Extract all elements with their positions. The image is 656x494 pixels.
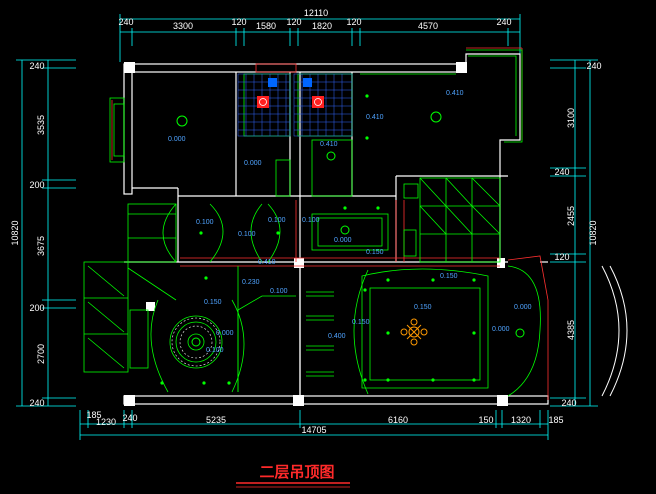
bottom-dimension-labels: 185 1230 240 5235 6160 150 1320 185 1470… (86, 410, 563, 435)
ceiling-rosette (171, 317, 221, 367)
bottom-dim-6: 150 (478, 415, 493, 425)
level-label: 0.150 (204, 299, 222, 306)
left-overall-dim: 10820 (10, 220, 20, 245)
bottom-dim-4: 5235 (206, 415, 226, 425)
column-blocks (124, 62, 508, 406)
level-label: 0.410 (320, 141, 338, 148)
level-label: 0.410 (446, 90, 464, 97)
level-label: 0.150 (352, 319, 370, 326)
ventilation-fan-icon (268, 78, 277, 87)
level-label: 0.000 (334, 237, 352, 244)
level-label: 0.000 (514, 304, 532, 311)
level-label: 0.100 (270, 288, 288, 295)
level-label: 0.100 (206, 347, 224, 354)
bottom-dim-3: 240 (122, 413, 137, 423)
level-label: 0.000 (168, 136, 186, 143)
level-label: 0.000 (244, 160, 262, 167)
right-dim-2: 3100 (566, 108, 576, 128)
left-dim-1: 240 (29, 61, 44, 71)
right-dim-7: 240 (561, 398, 576, 408)
top-dim-5: 120 (286, 17, 301, 27)
level-label: 0.410 (258, 259, 276, 266)
level-label: 0.150 (414, 304, 432, 311)
right-dim-4: 2455 (566, 206, 576, 226)
ventilation-fan-icon-2 (303, 78, 312, 87)
arc-decoration (601, 265, 628, 397)
left-dim-6: 2700 (36, 344, 46, 364)
top-dim-9: 240 (496, 17, 511, 27)
bottom-dim-2: 1230 (96, 417, 116, 427)
level-label: 0.400 (328, 333, 346, 340)
level-label: 0.000 (492, 326, 510, 333)
level-label: 0.100 (238, 231, 256, 238)
top-dim-7: 120 (346, 17, 361, 27)
top-dim-1: 240 (118, 17, 133, 27)
left-dimension-labels: 240 3535 200 3675 200 2700 240 10820 (10, 61, 46, 408)
top-dim-3: 120 (231, 17, 246, 27)
level-label: 0.230 (242, 279, 260, 286)
bathroom-tiles (237, 73, 353, 137)
top-dim-2: 3300 (173, 21, 193, 31)
downlight-dots (160, 94, 476, 385)
top-dim-4: 1580 (256, 21, 276, 31)
bottom-dim-5: 6160 (388, 415, 408, 425)
right-overall-dim: 10820 (588, 220, 598, 245)
left-dim-5: 200 (29, 303, 44, 313)
top-dim-6: 1820 (312, 21, 332, 31)
ceiling-lines (83, 49, 541, 397)
level-label: 0.100 (302, 217, 320, 224)
level-label: 0.150 (366, 249, 384, 256)
dimension-lines (16, 14, 598, 440)
top-dimension-labels: 12110 240 3300 120 1580 120 1820 120 457… (118, 8, 511, 31)
right-dim-6: 4385 (566, 320, 576, 340)
left-dim-4: 3675 (36, 236, 46, 256)
left-dim-3: 200 (29, 180, 44, 190)
level-label: 0.410 (366, 114, 384, 121)
level-label: 0.150 (440, 273, 458, 280)
ceiling-level-labels: 0.000 0.410 0.410 0.000 0.410 0.100 0.10… (168, 90, 532, 354)
drawing-title: 二层吊顶图 (259, 463, 334, 481)
bottom-dim-8: 185 (548, 415, 563, 425)
level-label: 0.000 (216, 330, 234, 337)
bottom-dim-7: 1320 (511, 415, 531, 425)
top-dim-8: 4570 (418, 21, 438, 31)
left-dim-7: 240 (29, 398, 44, 408)
light-fixtures (176, 111, 525, 347)
right-dim-3: 240 (554, 167, 569, 177)
top-overall-dim: 12110 (304, 8, 328, 18)
bottom-dim-1: 185 (86, 410, 101, 420)
level-label: 0.100 (268, 217, 286, 224)
exterior-walls (123, 53, 549, 405)
bath-heater-icon-2 (312, 96, 324, 108)
chandelier-icon (400, 318, 428, 346)
right-dimension-labels: 240 3100 240 2455 120 4385 240 10820 (554, 61, 601, 408)
level-label: 0.100 (196, 219, 214, 226)
bottom-overall-dim: 14705 (301, 425, 326, 435)
bath-heater-icon (257, 96, 269, 108)
right-dim-5: 120 (554, 252, 569, 262)
right-dim-1: 240 (586, 61, 601, 71)
left-dim-2: 3535 (36, 115, 46, 135)
